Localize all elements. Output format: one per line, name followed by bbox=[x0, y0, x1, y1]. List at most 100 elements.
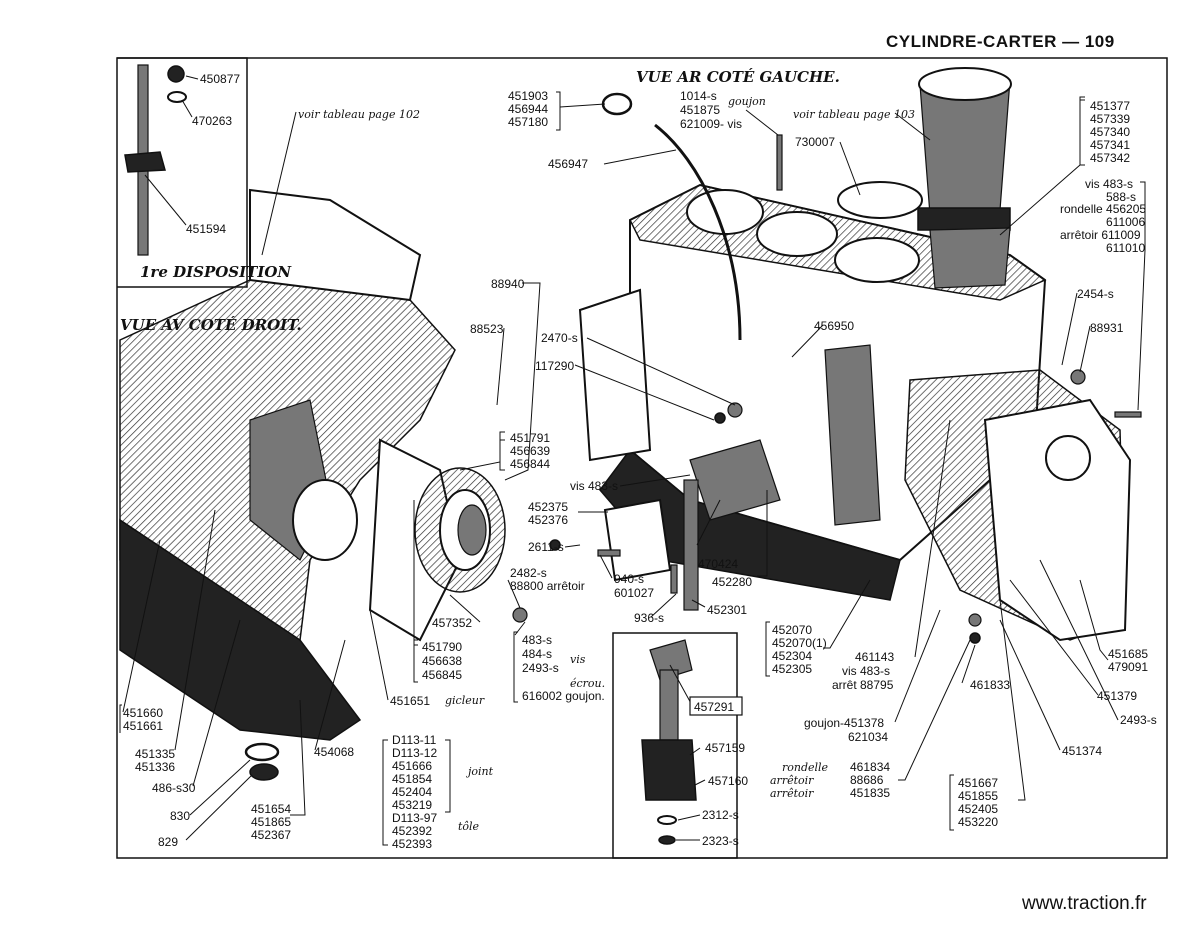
label-452304: 452304 bbox=[772, 649, 812, 663]
label-2312: 2312-s bbox=[702, 808, 739, 822]
label-451835: 451835 bbox=[850, 786, 890, 800]
washer-830 bbox=[244, 742, 280, 762]
label-451865: 451865 bbox=[251, 815, 291, 829]
label-451660: 451660 bbox=[123, 706, 163, 720]
label-451661: 451661 bbox=[123, 719, 163, 733]
label-452375: 452375 bbox=[528, 500, 568, 514]
label-616002: 616002 goujon. bbox=[522, 689, 605, 703]
label-451594: 451594 bbox=[186, 222, 226, 236]
label-451651: 451651 bbox=[390, 694, 430, 708]
label-457291-box bbox=[689, 696, 743, 716]
title-front-right: VUE AV COTÉ DROIT. bbox=[120, 316, 302, 334]
label-829: 829 bbox=[158, 835, 178, 849]
label-2493-low: 2493-s bbox=[522, 661, 559, 675]
label-1014: 1014-s bbox=[680, 89, 717, 103]
label-451374: 451374 bbox=[1062, 744, 1102, 758]
label-483s-low: 483-s bbox=[522, 633, 552, 647]
label-452070: 452070 bbox=[772, 623, 812, 637]
label-621034: 621034 bbox=[848, 730, 888, 744]
label-588s: 588-s bbox=[1106, 190, 1136, 204]
label-452367: 452367 bbox=[251, 828, 291, 842]
plug-829 bbox=[249, 763, 279, 781]
page-header: CYLINDRE-CARTER — 109 bbox=[886, 32, 1115, 51]
rear-engine-block bbox=[578, 67, 1132, 642]
part-labels: 450877 470263 451594 451903 456944 45718… bbox=[123, 72, 1157, 851]
website-credit: www.traction.fr bbox=[1022, 893, 1147, 914]
note-table-102: voir tableau page 102 bbox=[298, 108, 420, 121]
label-479091: 479091 bbox=[1108, 660, 1148, 674]
leader-lines bbox=[122, 75, 1146, 846]
label-457159: 457159 bbox=[705, 741, 745, 755]
note-arretoir2: arrêtoir bbox=[770, 787, 814, 800]
bolt-2611 bbox=[549, 539, 561, 551]
label-486: 486-s30 bbox=[152, 781, 196, 795]
label-D113-12: D113-12 bbox=[392, 746, 437, 760]
label-454068: 454068 bbox=[314, 745, 354, 759]
label-451377: 451377 bbox=[1090, 99, 1130, 113]
label-2482: 2482-s bbox=[510, 566, 547, 580]
note-vis: vis bbox=[570, 653, 586, 666]
label-457341: 457341 bbox=[1090, 138, 1130, 152]
label-936: 936-s bbox=[634, 611, 664, 625]
label-D113-97: D113-97 bbox=[392, 811, 437, 825]
label-451654: 451654 bbox=[251, 802, 291, 816]
label-451855: 451855 bbox=[958, 789, 998, 803]
note-goujon: goujon bbox=[728, 95, 766, 108]
bolt-88931 bbox=[1070, 369, 1086, 385]
label-88940: 88940 bbox=[491, 277, 525, 291]
label-451903: 451903 bbox=[508, 89, 548, 103]
label-88931: 88931 bbox=[1090, 321, 1124, 335]
label-621009: 621009- vis bbox=[680, 117, 742, 131]
label-88523: 88523 bbox=[470, 322, 504, 336]
label-456950: 456950 bbox=[814, 319, 854, 333]
label-452305: 452305 bbox=[772, 662, 812, 676]
label-451685: 451685 bbox=[1108, 647, 1148, 661]
label-457339: 457339 bbox=[1090, 112, 1130, 126]
bolt-940 bbox=[597, 549, 621, 557]
label-brackets bbox=[119, 91, 1085, 831]
label-470263: 470263 bbox=[192, 114, 232, 128]
nut-2493 bbox=[512, 607, 528, 623]
label-2470: 2470-s bbox=[541, 331, 578, 345]
label-470424: 470424 bbox=[698, 557, 738, 571]
washer-461834 bbox=[968, 613, 982, 627]
label-452405: 452405 bbox=[958, 802, 998, 816]
note-table-103: voir tableau page 103 bbox=[793, 108, 915, 121]
label-452301: 452301 bbox=[707, 603, 747, 617]
label-457352: 457352 bbox=[432, 616, 472, 630]
label-88686: 88686 bbox=[850, 773, 884, 787]
label-452393: 452393 bbox=[392, 837, 432, 851]
label-451790: 451790 bbox=[422, 640, 462, 654]
label-484s: 484-s bbox=[522, 647, 552, 661]
label-456638: 456638 bbox=[422, 654, 462, 668]
label-456639: 456639 bbox=[510, 444, 550, 458]
label-483s-right: vis 483-s bbox=[842, 664, 890, 678]
label-730007: 730007 bbox=[795, 135, 835, 149]
label-611009: arrêtoir 611009 bbox=[1060, 228, 1141, 242]
label-453220: 453220 bbox=[958, 815, 998, 829]
label-456944: 456944 bbox=[508, 102, 548, 116]
view-titles: VUE AR COTÉ GAUCHE. VUE AV COTÉ DROIT. 1… bbox=[120, 68, 840, 334]
label-451336: 451336 bbox=[135, 760, 175, 774]
inset-frame bbox=[117, 57, 248, 288]
note-ecrou: écrou. bbox=[570, 677, 605, 690]
notes: voir tableau page 102 voir tableau page … bbox=[298, 95, 915, 833]
label-88800: 88800 arrêtoir bbox=[510, 579, 585, 593]
label-117290: 117290 bbox=[535, 359, 574, 373]
label-461143: 461143 bbox=[855, 650, 894, 664]
note-joint: joint bbox=[465, 765, 494, 778]
label-451335: 451335 bbox=[135, 747, 175, 761]
label-88795: arrêt 88795 bbox=[832, 678, 894, 692]
label-830: 830 bbox=[170, 809, 190, 823]
section-title: CYLINDRE-CARTER bbox=[886, 32, 1057, 51]
label-456844: 456844 bbox=[510, 457, 550, 471]
label-611006: 611006 bbox=[1106, 215, 1145, 229]
note-tole: tôle bbox=[458, 820, 480, 833]
label-483s-top: vis 483-s bbox=[1085, 177, 1133, 191]
label-D113-11: D113-11 bbox=[392, 733, 437, 747]
label-457160: 457160 bbox=[708, 774, 748, 788]
note-gicleur: gicleur bbox=[445, 694, 485, 707]
page-number: 109 bbox=[1084, 32, 1115, 51]
oil-filter-inset-frame bbox=[612, 632, 738, 859]
label-451791: 451791 bbox=[510, 431, 550, 445]
